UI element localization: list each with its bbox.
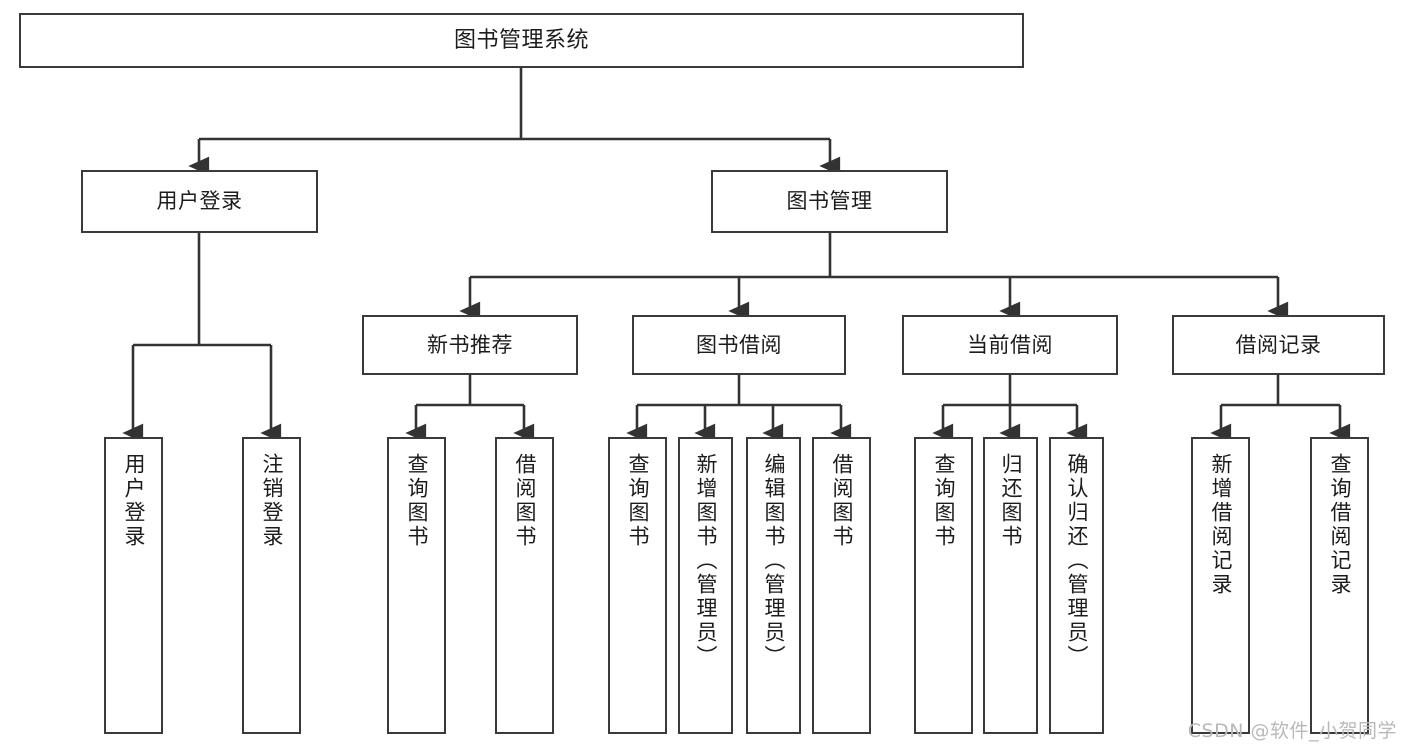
node-label: 借阅记录 [1235,332,1322,357]
node-book-borrow[interactable]: 图书借阅 [632,315,846,375]
node-user-login[interactable]: 用户登录 [81,170,318,233]
node-leaf-cur-confirm-return[interactable]: 确认归还（管理员） [1049,437,1104,734]
node-label: 查询借阅记录 [1328,453,1352,597]
node-leaf-rec-query-book[interactable]: 查询图书 [387,437,446,734]
node-book-manage[interactable]: 图书管理 [711,170,948,233]
node-leaf-user-logout[interactable]: 注销登录 [242,437,301,734]
node-borrow-record[interactable]: 借阅记录 [1172,315,1385,375]
node-leaf-borrow-borrow-book[interactable]: 借阅图书 [812,437,871,734]
node-new-book-rec[interactable]: 新书推荐 [362,315,578,375]
node-leaf-cur-return-book[interactable]: 归还图书 [983,437,1038,734]
node-leaf-rec-add-record[interactable]: 新增借阅记录 [1191,437,1250,734]
node-label: 编辑图书（管理员） [762,453,786,669]
node-label: 新增借阅记录 [1209,453,1233,597]
node-label: 图书管理系统 [453,27,589,53]
node-label: 用户登录 [156,189,243,214]
watermark-text: CSDN @软件_小贺同学 [1187,720,1397,742]
node-leaf-borrow-edit-book[interactable]: 编辑图书（管理员） [746,437,801,734]
node-leaf-rec-query-record[interactable]: 查询借阅记录 [1310,437,1369,734]
node-label: 归还图书 [999,453,1023,549]
node-label: 新增图书（管理员） [694,453,718,669]
node-label: 查询图书 [626,453,650,549]
node-label: 注销登录 [260,453,284,549]
node-label: 图书借阅 [696,332,782,357]
node-leaf-borrow-query-book[interactable]: 查询图书 [608,437,667,734]
node-label: 确认归还（管理员） [1065,453,1089,669]
node-label: 借阅图书 [513,453,537,549]
node-label: 用户登录 [122,453,146,549]
node-leaf-user-login[interactable]: 用户登录 [104,437,163,734]
node-leaf-rec-borrow-book[interactable]: 借阅图书 [495,437,554,734]
node-label: 查询图书 [405,453,429,549]
node-current-borrow[interactable]: 当前借阅 [902,315,1118,375]
node-label: 图书管理 [786,189,873,214]
node-label: 当前借阅 [967,332,1053,357]
node-root-system[interactable]: 图书管理系统 [19,13,1024,68]
node-label: 新书推荐 [427,332,513,357]
node-leaf-borrow-add-book[interactable]: 新增图书（管理员） [678,437,733,734]
node-label: 借阅图书 [830,453,854,549]
node-leaf-cur-query-book[interactable]: 查询图书 [914,437,973,734]
node-label: 查询图书 [932,453,956,549]
